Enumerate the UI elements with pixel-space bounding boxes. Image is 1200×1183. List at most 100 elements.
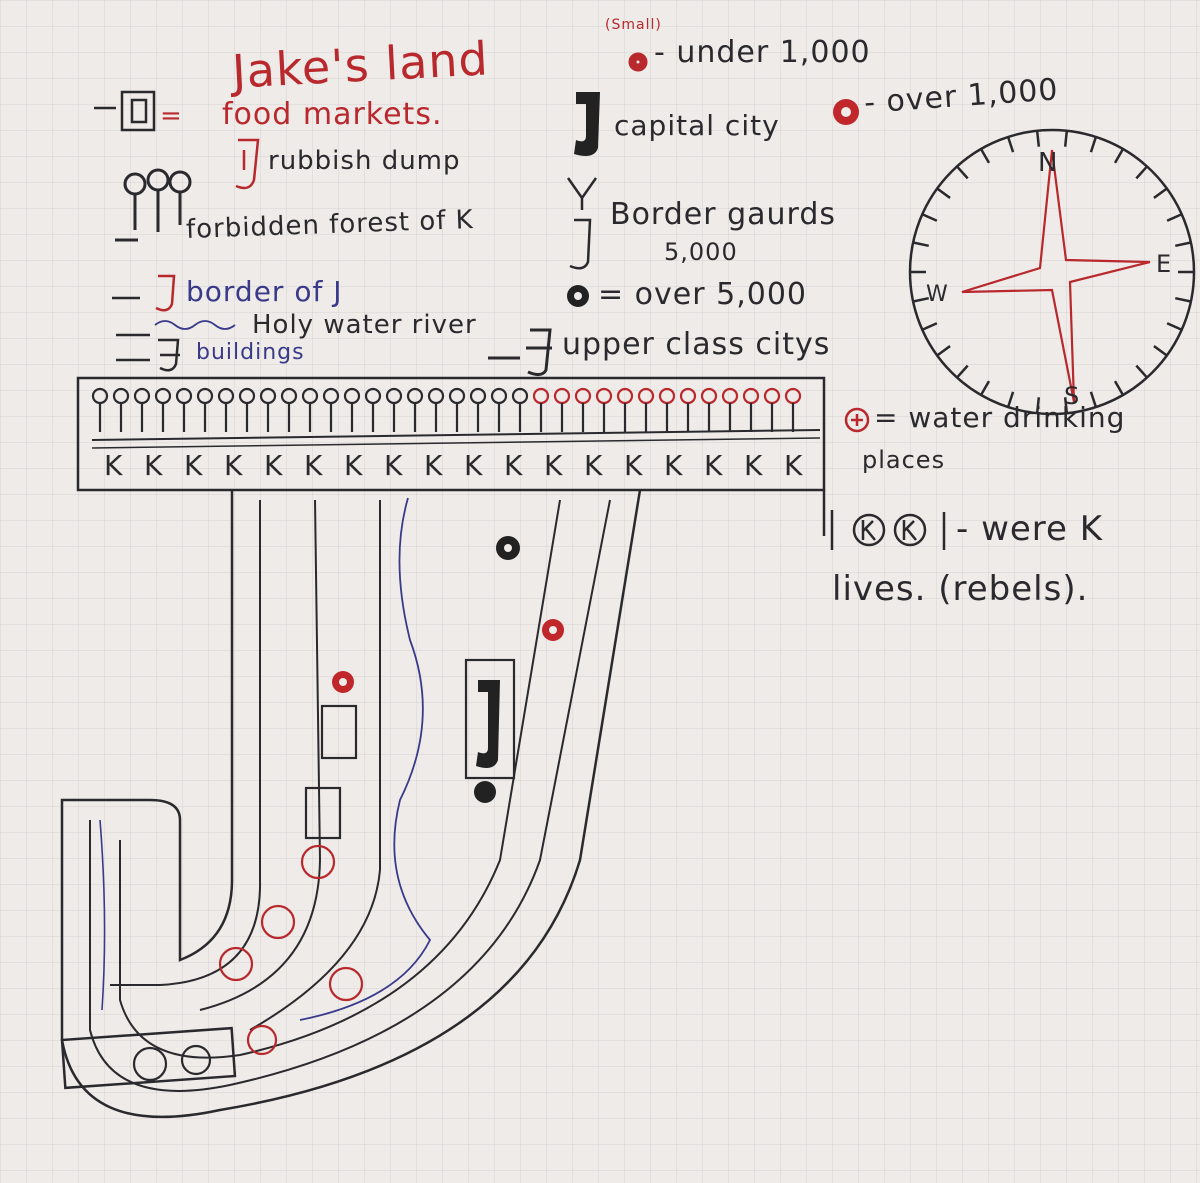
tree-crown — [784, 387, 802, 405]
legend-border-guards: Border gaurds — [610, 197, 837, 232]
k-mark: K — [264, 449, 284, 482]
k-mark: K — [104, 449, 124, 482]
k-mark: K — [744, 449, 764, 482]
small-city-icon — [628, 52, 648, 72]
over-5000-marker — [474, 781, 496, 803]
compass-tick — [1089, 136, 1098, 153]
compass-tick — [1166, 322, 1183, 331]
legend-rubbish-dump: rubbish dump — [268, 146, 461, 176]
tree-crown — [574, 387, 592, 405]
compass-tick — [1174, 241, 1192, 248]
tree-crown — [637, 387, 655, 405]
legend-capital-city: capital city — [614, 109, 780, 142]
food-market-marker-1 — [320, 704, 358, 760]
tree-crown — [322, 387, 340, 405]
over-5000-city-icon — [567, 285, 589, 307]
compass-tick — [912, 296, 930, 303]
tree-crown — [448, 387, 466, 405]
compass-e-label: E — [1156, 250, 1173, 278]
tree-crown — [259, 387, 277, 405]
border-guard-icon — [566, 177, 598, 270]
food-market-marker-2 — [304, 786, 342, 840]
compass-tick — [1035, 130, 1041, 147]
legend-upper-class: upper class citys — [562, 327, 831, 362]
tree-crown — [133, 387, 151, 405]
svg-text:=: = — [160, 101, 182, 131]
tree-crown — [196, 387, 214, 405]
compass-tick — [979, 380, 991, 396]
rebel-k-markers — [132, 1044, 212, 1082]
legend-over-5000: = over 5,000 — [598, 277, 807, 312]
compass-tick — [1153, 345, 1168, 357]
compass-tick — [1063, 397, 1069, 414]
tree-crown — [742, 387, 760, 405]
big-city-icon — [833, 99, 859, 125]
compass-tick — [936, 345, 951, 357]
tree-crown — [490, 387, 508, 405]
tree-crown — [427, 387, 445, 405]
k-mark: K — [544, 449, 564, 482]
river-icon — [116, 320, 236, 337]
tree-crown — [763, 387, 781, 405]
tree-crown — [616, 387, 634, 405]
k-mark: K — [704, 449, 724, 482]
legend-small-marker: (Small) — [605, 17, 662, 33]
legend-border-guards-count: 5,000 — [664, 238, 738, 266]
tree-crown — [154, 387, 172, 405]
tree-crown — [700, 387, 718, 405]
water-drinking-icon — [844, 407, 870, 433]
compass-tick — [936, 187, 951, 199]
compass-tick — [921, 213, 938, 222]
compass-tick — [1166, 213, 1183, 222]
j-outline — [60, 489, 642, 1119]
k-mark: K — [464, 449, 484, 482]
k-mark: K — [664, 449, 684, 482]
compass-tick — [1035, 397, 1041, 414]
k-mark: K — [224, 449, 244, 482]
tree-crown — [91, 387, 109, 405]
tree-crown — [112, 387, 130, 405]
compass-tick — [1113, 148, 1125, 164]
compass-tick — [921, 322, 938, 331]
tree-crown — [553, 387, 571, 405]
border-icon — [112, 274, 176, 312]
compass-tick — [956, 364, 969, 379]
compass-w-label: W — [926, 282, 949, 307]
compass-tick — [1006, 391, 1015, 408]
tree-crown — [364, 387, 382, 405]
k-mark: K — [384, 449, 404, 482]
k-mark: K — [184, 449, 204, 482]
compass-tick — [1135, 165, 1148, 180]
tree-crown — [658, 387, 676, 405]
forest-tree-icon — [115, 168, 192, 242]
tree-crown — [469, 387, 487, 405]
tree-crown — [175, 387, 193, 405]
legend-border: border of J — [186, 275, 343, 308]
legend-river: Holy water river — [252, 310, 477, 340]
tree-crown — [679, 387, 697, 405]
tree-crown — [343, 387, 361, 405]
tree-crown — [238, 387, 256, 405]
k-mark: K — [144, 449, 164, 482]
capital-city-marker — [464, 658, 516, 780]
compass-tick — [1153, 187, 1168, 199]
k-mark: K — [504, 449, 524, 482]
capital-city-icon — [574, 92, 600, 156]
legend-places: places — [862, 446, 946, 474]
tree-crown — [595, 387, 613, 405]
legend-where-k: - were K — [956, 509, 1104, 549]
tree-crown — [280, 387, 298, 405]
holy-water-river — [299, 497, 432, 1021]
tree-crown — [301, 387, 319, 405]
tree-crown — [406, 387, 424, 405]
legend-lives-rebels: lives. (rebels). — [832, 569, 1089, 609]
tree-crown — [217, 387, 235, 405]
tree-crown — [511, 387, 529, 405]
compass-star — [961, 149, 1151, 403]
compass-tick — [1006, 136, 1015, 153]
compass-tick — [1113, 380, 1125, 396]
